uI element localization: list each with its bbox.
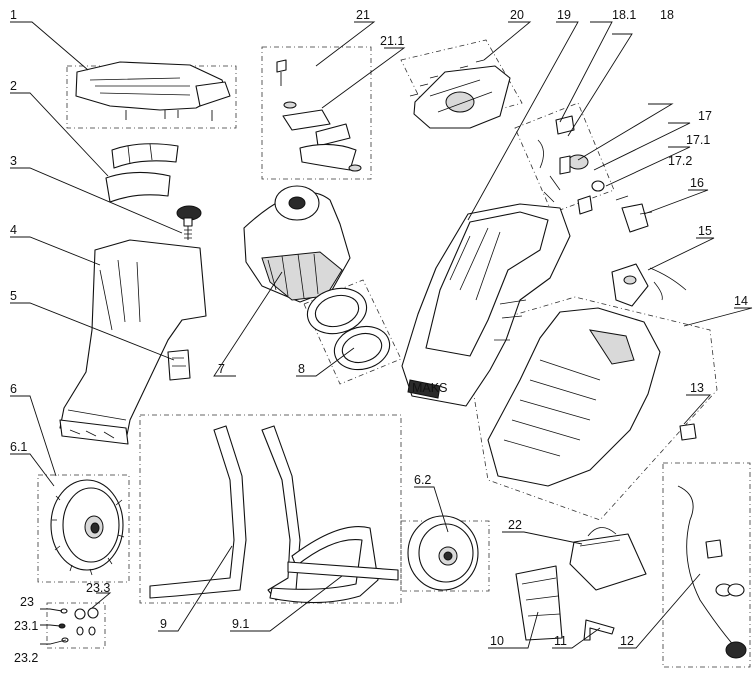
label-11: 11 (554, 634, 567, 648)
label-6: 6 (10, 382, 17, 396)
label-7: 7 (218, 362, 225, 376)
part-22-basket (569, 527, 647, 591)
part-13-clip (679, 423, 697, 441)
part-9-frame (149, 425, 399, 604)
label-19: 19 (557, 8, 571, 22)
label-2: 2 (10, 79, 17, 93)
label-23-2: 23.2 (14, 651, 38, 665)
part-labels: 1 2 3 4 5 6 6.1 7 8 9 9.1 6.2 10 11 12 1… (10, 8, 748, 665)
part-12-cable (677, 485, 747, 659)
label-23-3: 23.3 (86, 581, 110, 595)
label-17: 17 (698, 109, 712, 123)
label-17-1: 17.1 (686, 133, 710, 147)
part-11-hex-key (583, 619, 615, 641)
label-3: 3 (10, 154, 17, 168)
part-3-knob (176, 205, 202, 240)
label-18: 18 (660, 8, 674, 22)
part-4-hopper (59, 239, 207, 445)
part-8-rings (306, 287, 391, 371)
label-20: 20 (510, 8, 524, 22)
part-6-wheel-left (50, 479, 125, 576)
label-23: 23 (20, 595, 34, 609)
part-23-hardware (58, 607, 99, 643)
label-23-1: 23.1 (14, 619, 38, 633)
label-5: 5 (10, 289, 17, 303)
label-6-1: 6.1 (10, 440, 27, 454)
part-14-back-housing (487, 307, 661, 487)
part-6-2-wheel-right (407, 515, 479, 591)
label-6-2: 6.2 (414, 473, 431, 487)
label-13: 13 (690, 381, 704, 395)
part-1-top-cover (75, 61, 231, 121)
part-21-blades (276, 59, 362, 172)
part-2-shield (105, 143, 179, 203)
part-19-main-housing: MAKS (401, 203, 571, 407)
label-15: 15 (698, 224, 712, 238)
label-22: 22 (508, 518, 522, 532)
part-15-connector (611, 263, 687, 307)
label-12: 12 (620, 634, 634, 648)
label-16: 16 (690, 176, 704, 190)
label-21-1: 21.1 (380, 34, 404, 48)
part-16-bracket (615, 195, 653, 233)
label-10: 10 (490, 634, 504, 648)
part-10-collector (515, 565, 563, 641)
label-4: 4 (10, 223, 17, 237)
label-21: 21 (356, 8, 370, 22)
label-14: 14 (734, 294, 748, 308)
part-5-clip (167, 349, 191, 381)
label-8: 8 (298, 362, 305, 376)
label-17-2: 17.2 (668, 154, 692, 168)
label-9: 9 (160, 617, 167, 631)
part-7-motor (243, 185, 351, 303)
part-20-fan-housing (409, 59, 511, 129)
label-18-1: 18.1 (612, 8, 636, 22)
label-1: 1 (10, 8, 17, 22)
group-boxes (37, 39, 751, 668)
housing-badge: MAKS (412, 381, 447, 395)
label-9-1: 9.1 (232, 617, 249, 631)
leader-lines (10, 21, 753, 649)
